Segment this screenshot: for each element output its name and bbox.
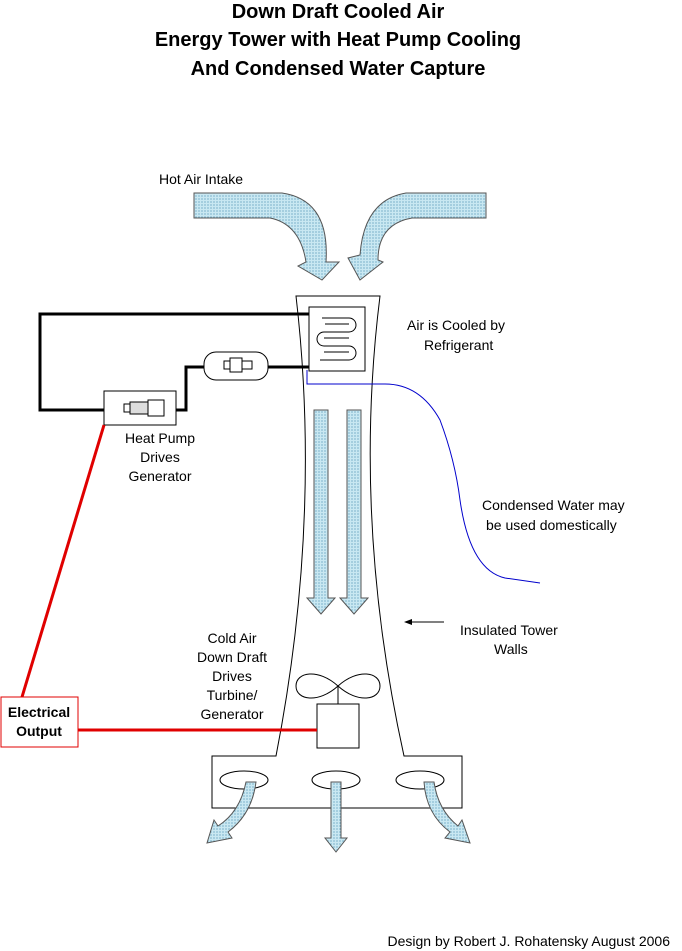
- title-line-3: And Condensed Water Capture: [191, 58, 486, 80]
- insulated-label-2: Walls: [494, 641, 528, 657]
- downdraft-arrow-left: [305, 409, 337, 615]
- compressor-part-a: [223, 360, 231, 370]
- condenser-coil: [316, 317, 357, 361]
- heat-pump-label-1: Heat Pump: [125, 430, 195, 446]
- heat-pump-label-3: Generator: [128, 468, 191, 484]
- air-cooled-label-1: Air is Cooled by: [407, 317, 505, 333]
- outlet-right: [395, 770, 445, 790]
- generator-part-c: [147, 399, 165, 417]
- intake-arrow-left: [193, 192, 341, 281]
- refrigerant-line-top: [38, 312, 309, 412]
- electrical-label-1: Electrical: [8, 704, 70, 720]
- insulated-label-1: Insulated Tower: [460, 622, 558, 638]
- generator-part-b: [129, 401, 149, 415]
- outlet-arrow-left: [206, 781, 257, 844]
- tower-walls: [211, 295, 463, 809]
- compressor-part-c: [241, 360, 253, 370]
- electrical-label-2: Output: [16, 723, 62, 739]
- refrigerant-line-middle: [176, 365, 204, 412]
- downdraft-arrow-right: [338, 409, 370, 615]
- power-line-generator: [20, 424, 106, 698]
- cold-air-label-2: Down Draft: [197, 649, 267, 665]
- cold-air-label-1: Cold Air: [207, 630, 256, 646]
- insulated-walls-arrowhead: [404, 619, 412, 625]
- cold-air-label-4: Turbine/: [207, 687, 258, 703]
- condensed-label-2: be used domestically: [486, 517, 617, 533]
- intake-arrow-right: [347, 192, 487, 281]
- turbine-generator-box: [316, 703, 360, 749]
- condensed-water-line: [306, 370, 541, 584]
- generator-part-a: [123, 403, 131, 413]
- electrical-output-box: [0, 696, 79, 748]
- cold-air-label-5: Generator: [200, 706, 263, 722]
- hot-air-intake-label: Hot Air Intake: [159, 171, 243, 187]
- cold-air-label-3: Drives: [212, 668, 252, 684]
- air-cooled-label-2: Refrigerant: [424, 337, 493, 353]
- design-credit: Design by Robert J. Rohatensky August 20…: [387, 933, 670, 949]
- title-line-1: Down Draft Cooled Air: [232, 1, 445, 23]
- condensed-label-1: Condensed Water may: [482, 497, 625, 513]
- outlet-left: [219, 770, 269, 790]
- outlet-arrow-center: [323, 781, 349, 853]
- outlet-arrow-right: [423, 781, 471, 844]
- compressor-part-b: [229, 357, 243, 373]
- heat-pump-label-2: Drives: [140, 449, 180, 465]
- title-line-2: Energy Tower with Heat Pump Cooling: [155, 29, 521, 51]
